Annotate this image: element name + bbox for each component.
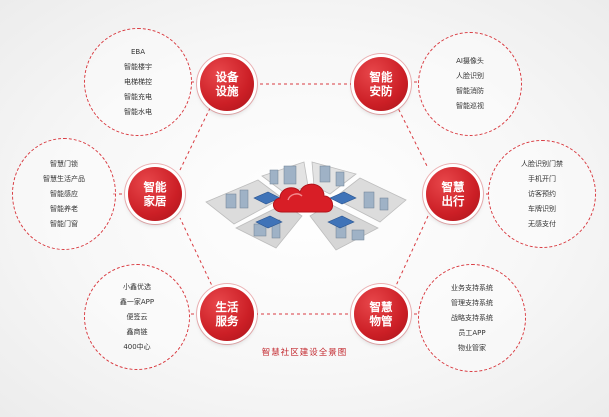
link-service-home [179, 217, 215, 291]
building-icon [269, 169, 279, 185]
building-icon [319, 165, 331, 183]
detail-item: 智慧生活产品 [43, 174, 85, 183]
detail-item: 智能充电 [124, 92, 152, 101]
diagram-caption: 智慧社区建设全景图 [261, 348, 348, 358]
detail-item: 无感支付 [528, 219, 556, 228]
detail-item: 400中心 [123, 342, 151, 351]
node-security[interactable]: 智能 安防 [354, 57, 408, 111]
gateway-icon [327, 215, 355, 229]
building-icon [225, 193, 237, 209]
node-service[interactable]: 生活 服务 [200, 287, 254, 341]
node-home[interactable]: 智能 家居 [128, 167, 182, 221]
detail-item: 智能楼宇 [124, 62, 152, 71]
detail-item: 人脸识别 [456, 72, 484, 80]
detail-circle-security: AI摄像头 人脸识别 智能消防 智能巡视 [418, 32, 522, 136]
link-home-facility [179, 103, 213, 171]
detail-item: EBA [130, 47, 145, 56]
detail-item: 电梯梯控 [124, 77, 152, 86]
node-label: 智慧 [441, 180, 465, 194]
detail-circle-service: 小鑫优选 鑫一家APP 便签云 鑫商链 400中心 [84, 264, 190, 370]
node-facility[interactable]: 设备 设施 [200, 57, 254, 111]
gateway-icon [329, 191, 357, 205]
link-travel-property [393, 215, 429, 291]
detail-item: 鑫商链 [126, 327, 148, 336]
node-label: 生活 [215, 300, 239, 314]
building-icon [363, 191, 375, 209]
detail-circle-facility: EBA 智能楼宇 电梯梯控 智能充电 智能水电 [84, 28, 192, 136]
detail-item: AI摄像头 [456, 57, 484, 65]
detail-circle-travel: 人脸识别门禁 手机开门 访客预约 车牌识别 无感支付 [488, 140, 596, 248]
detail-circle-property: 业务支持系统 管理支持系统 战略支持系统 员工APP 物业管家 [418, 264, 526, 372]
node-label: 智能 [143, 180, 167, 194]
gateway-icon [255, 215, 283, 229]
detail-item: 管理支持系统 [451, 298, 493, 307]
detail-circle-home: 智慧门锁 智慧生活产品 智能感应 智能养老 智能门窗 [12, 138, 116, 250]
node-property[interactable]: 智慧 物管 [354, 287, 408, 341]
building-icon [351, 229, 365, 241]
detail-item: 手机开门 [528, 174, 556, 183]
building-icon [335, 171, 345, 187]
detail-item: 智能感应 [50, 189, 78, 198]
detail-item: 智能养老 [50, 204, 78, 213]
detail-item: 智能门窗 [50, 219, 78, 228]
detail-item: 智慧门锁 [50, 159, 78, 168]
detail-item: 智能水电 [124, 107, 152, 116]
detail-item: 员工APP [458, 328, 486, 337]
detail-item: 业务支持系统 [451, 283, 493, 292]
node-label: 安防 [369, 84, 393, 98]
detail-item: 便签云 [126, 312, 148, 321]
detail-item: 物业管家 [458, 343, 486, 352]
node-label: 家居 [143, 194, 167, 208]
detail-item: 战略支持系统 [451, 313, 493, 322]
node-label: 智能 [369, 70, 393, 84]
detail-item: 智能巡视 [456, 102, 484, 110]
node-travel[interactable]: 智慧 出行 [426, 167, 480, 221]
detail-item: 智能消防 [456, 87, 484, 95]
node-label: 设施 [215, 84, 239, 98]
building-icon [379, 197, 389, 211]
node-label: 智慧 [369, 300, 393, 314]
node-label: 物管 [369, 314, 393, 328]
detail-item: 车牌识别 [528, 204, 556, 213]
detail-item: 鑫一家APP [119, 297, 155, 306]
node-label: 出行 [441, 194, 465, 208]
detail-item: 人脸识别门禁 [521, 159, 563, 168]
cloud-icon [273, 183, 333, 213]
node-label: 服务 [215, 314, 239, 328]
detail-item: 小鑫优选 [123, 282, 151, 291]
building-icon [283, 165, 297, 185]
community-hub-illustration [205, 161, 407, 251]
node-label: 设备 [215, 70, 239, 84]
detail-item: 访客预约 [528, 189, 556, 198]
building-icon [239, 189, 249, 209]
building-icons [225, 165, 389, 241]
gateway-icons [253, 191, 357, 229]
